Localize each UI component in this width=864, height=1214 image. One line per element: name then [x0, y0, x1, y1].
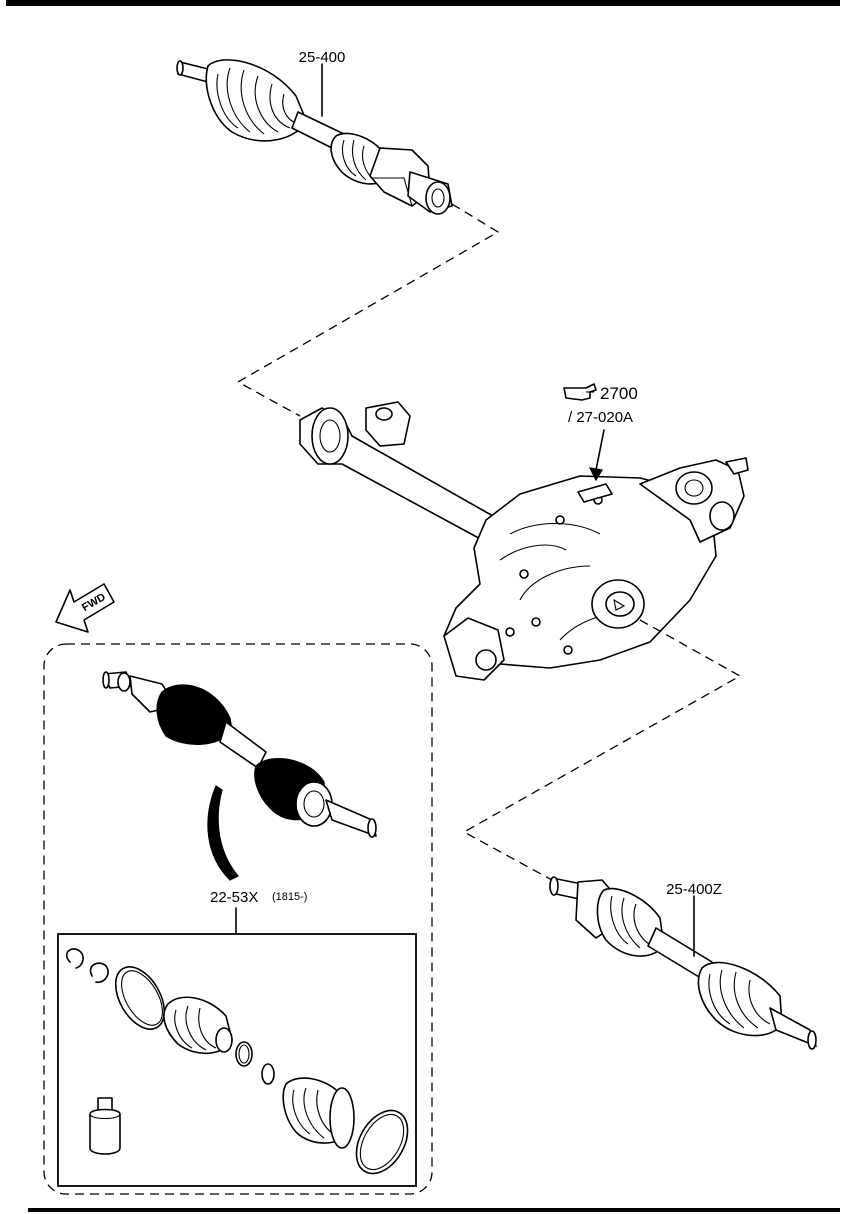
- kit-inner-boot[interactable]: [282, 1077, 355, 1149]
- kit-boot-band-small[interactable]: [235, 1041, 253, 1067]
- kit-circlip-small[interactable]: [65, 948, 84, 969]
- front-differential[interactable]: [299, 401, 749, 681]
- kit-grease-bottle[interactable]: [89, 1097, 121, 1155]
- kit-leader-curve: [207, 785, 239, 881]
- kit-frame: [43, 643, 433, 1195]
- upper-shaft-callout: 25-400: [299, 49, 346, 66]
- lower-connection-line: [462, 619, 742, 881]
- kit-drive-shaft[interactable]: [102, 671, 377, 838]
- top-border: [6, 0, 840, 6]
- fwd-arrow-icon: FWD: [55, 583, 115, 633]
- upper-connection-line: [236, 203, 500, 417]
- kit-boot-band-inner[interactable]: [346, 1102, 418, 1183]
- pointing-hand-icon: [563, 383, 597, 401]
- diff-callout: 2700: [600, 384, 638, 403]
- kit-callout: 22-53X: [210, 889, 258, 906]
- kit-outer-boot[interactable]: [163, 996, 233, 1055]
- kit-boot-band-large[interactable]: [106, 959, 175, 1038]
- diff-sub-callout: / 27-020A: [568, 409, 633, 426]
- upper-drive-shaft[interactable]: [176, 59, 453, 215]
- kit-snap-ring[interactable]: [261, 1063, 275, 1085]
- lower-shaft-callout: 25-400Z: [666, 881, 722, 898]
- diff-leader: [595, 429, 605, 471]
- kit-note: (1815-): [272, 891, 307, 903]
- kit-circlip-large[interactable]: [89, 962, 109, 984]
- bottom-border: [28, 1208, 840, 1212]
- lower-drive-shaft[interactable]: [549, 876, 817, 1050]
